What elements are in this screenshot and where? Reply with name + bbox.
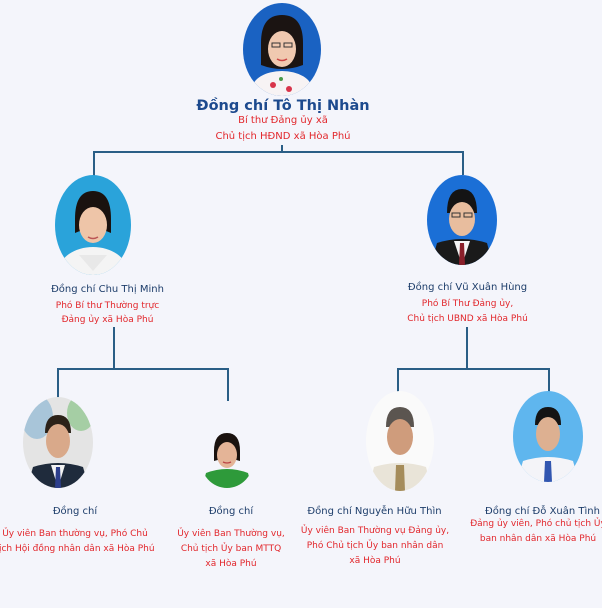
member-1-role-line1: Ủy viên Ban thường vụ, Phó Chủ	[2, 529, 148, 539]
portrait-top	[243, 3, 321, 96]
member-3-role-line1: Ủy viên Ban Thường vụ Đảng ủy,	[300, 526, 450, 536]
left-deputy-name: Đồng chí Chu Thị Minh	[51, 284, 164, 295]
top-person-role-line2: Chủ tịch HĐND xã Hòa Phú	[215, 131, 351, 142]
portrait-member-2-image	[200, 429, 254, 488]
top-person-name: Đồng chí Tô Thị Nhàn	[196, 98, 370, 114]
portrait-member-4-image	[513, 391, 583, 482]
top-person-role-line1: Bí thư Đảng ủy xã	[238, 115, 328, 126]
connector-left-bar	[57, 368, 229, 370]
member-1-name: Đồng chí	[52, 506, 98, 517]
member-2-role-line2: Chủ tịch Ủy ban MTTQ	[180, 544, 282, 554]
member-3-role-line3: xã Hòa Phú	[349, 556, 401, 566]
member-4-role-line2: ban nhân dân xã Hòa Phú	[479, 534, 597, 544]
portrait-right-image	[427, 175, 497, 265]
portrait-member-1	[23, 397, 93, 488]
connector-left-drop-2	[227, 368, 229, 401]
portrait-left-image	[55, 175, 131, 275]
portrait-member-4	[513, 391, 583, 482]
portrait-member-1-image	[23, 397, 93, 488]
connector-right-drop	[462, 151, 464, 175]
left-deputy-role-line2: Đảng ủy xã Hòa Phú	[61, 315, 154, 325]
member-4-name: Đồng chí Đỗ Xuân Tình	[485, 506, 600, 517]
member-2-name: Đồng chí	[208, 506, 254, 517]
right-deputy-role-line1: Phó Bí Thư Đảng ủy,	[421, 299, 514, 309]
connector-top-stem	[281, 145, 283, 152]
member-2-role-line1: Ủy viên Ban Thường vụ,	[177, 529, 285, 539]
member-2-role-line3: xã Hòa Phú	[205, 559, 257, 569]
right-deputy-name: Đồng chí Vũ Xuân Hùng	[407, 282, 528, 293]
portrait-top-image	[243, 3, 321, 96]
connector-right-drop-1	[397, 368, 399, 392]
member-3-role-line2: Phó Chủ tịch Ủy ban nhân dân	[306, 541, 444, 551]
connector-right-drop-2	[548, 368, 550, 392]
connector-left-stem	[113, 327, 115, 369]
member-1-role-line2: tịch Hội đồng nhân dân xã Hòa Phú	[0, 544, 155, 554]
portrait-member-2	[200, 429, 254, 488]
member-3-name: Đồng chí Nguyễn Hữu Thìn	[307, 506, 442, 517]
connector-left-drop	[93, 151, 95, 176]
left-deputy-role-line1: Phó Bí thư Thường trực	[55, 301, 160, 311]
portrait-member-3-image	[366, 391, 434, 491]
connector-right-stem	[466, 327, 468, 369]
portrait-right	[427, 175, 497, 265]
right-deputy-role-line2: Chủ tịch UBND xã Hòa Phú	[407, 314, 528, 324]
connector-left-drop-1	[57, 368, 59, 400]
connector-right-bar	[397, 368, 550, 370]
portrait-member-3	[366, 391, 434, 491]
portrait-left	[55, 175, 131, 275]
member-4-role-line1: Đảng ủy viên, Phó chủ tịch Ủy	[470, 519, 602, 529]
connector-top-bar	[93, 151, 464, 153]
